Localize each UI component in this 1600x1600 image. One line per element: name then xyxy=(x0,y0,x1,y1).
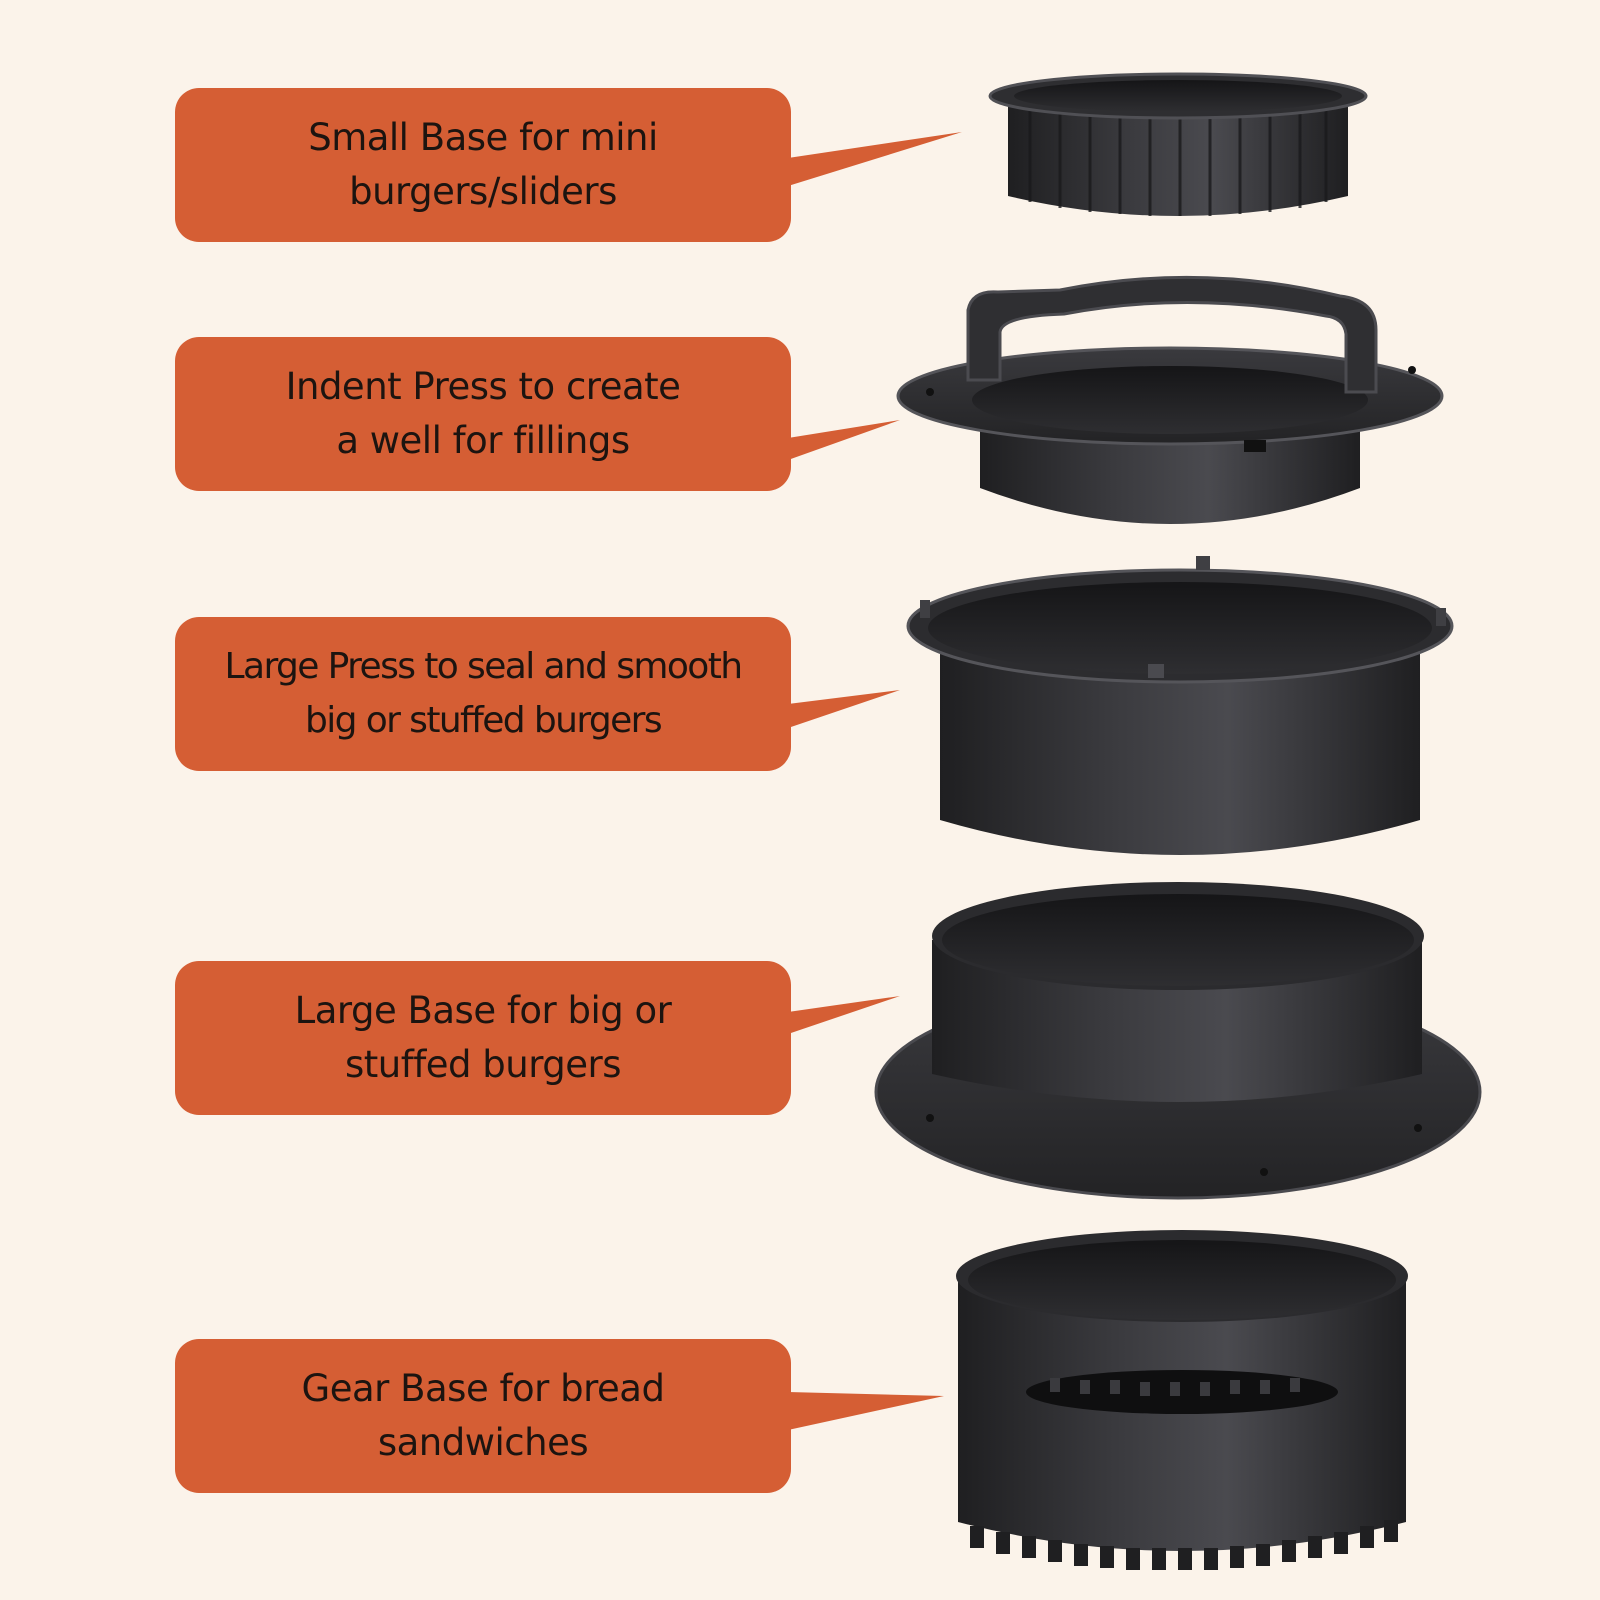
label-line: big or stuffed burgers xyxy=(304,700,663,741)
label-line: burgers/sliders xyxy=(349,170,617,213)
label-line: a well for fillings xyxy=(336,419,630,462)
label-indent-press: Indent Press to create a well for fillin… xyxy=(175,337,791,491)
label-small-base: Small Base for mini burgers/sliders xyxy=(175,88,791,242)
large-base-flanged-icon xyxy=(874,882,1482,1200)
label-line: Gear Base for bread xyxy=(301,1367,665,1410)
pointer-gear-base xyxy=(788,1392,944,1430)
label-line: Small Base for mini xyxy=(308,116,658,159)
pointer-small-base xyxy=(788,132,962,186)
indent-press-handle-icon xyxy=(896,275,1444,524)
pointer-indent-press xyxy=(788,420,900,460)
label-large-press: Large Press to seal and smooth big or st… xyxy=(175,617,791,771)
label-line: Large Base for big or xyxy=(294,989,672,1032)
pointer-large-press xyxy=(788,690,900,728)
large-press-ring-icon xyxy=(906,556,1454,855)
small-base-mold-icon xyxy=(988,72,1368,216)
gear-base-toothed-icon xyxy=(956,1230,1408,1570)
label-line: sandwiches xyxy=(377,1421,589,1464)
label-line: stuffed burgers xyxy=(344,1043,622,1086)
label-large-base: Large Base for big or stuffed burgers xyxy=(175,961,791,1115)
label-line: Large Press to seal and smooth xyxy=(224,646,744,687)
label-gear-base: Gear Base for bread sandwiches xyxy=(175,1339,791,1493)
label-line: Indent Press to create xyxy=(285,365,681,408)
pointer-large-base xyxy=(788,996,900,1034)
